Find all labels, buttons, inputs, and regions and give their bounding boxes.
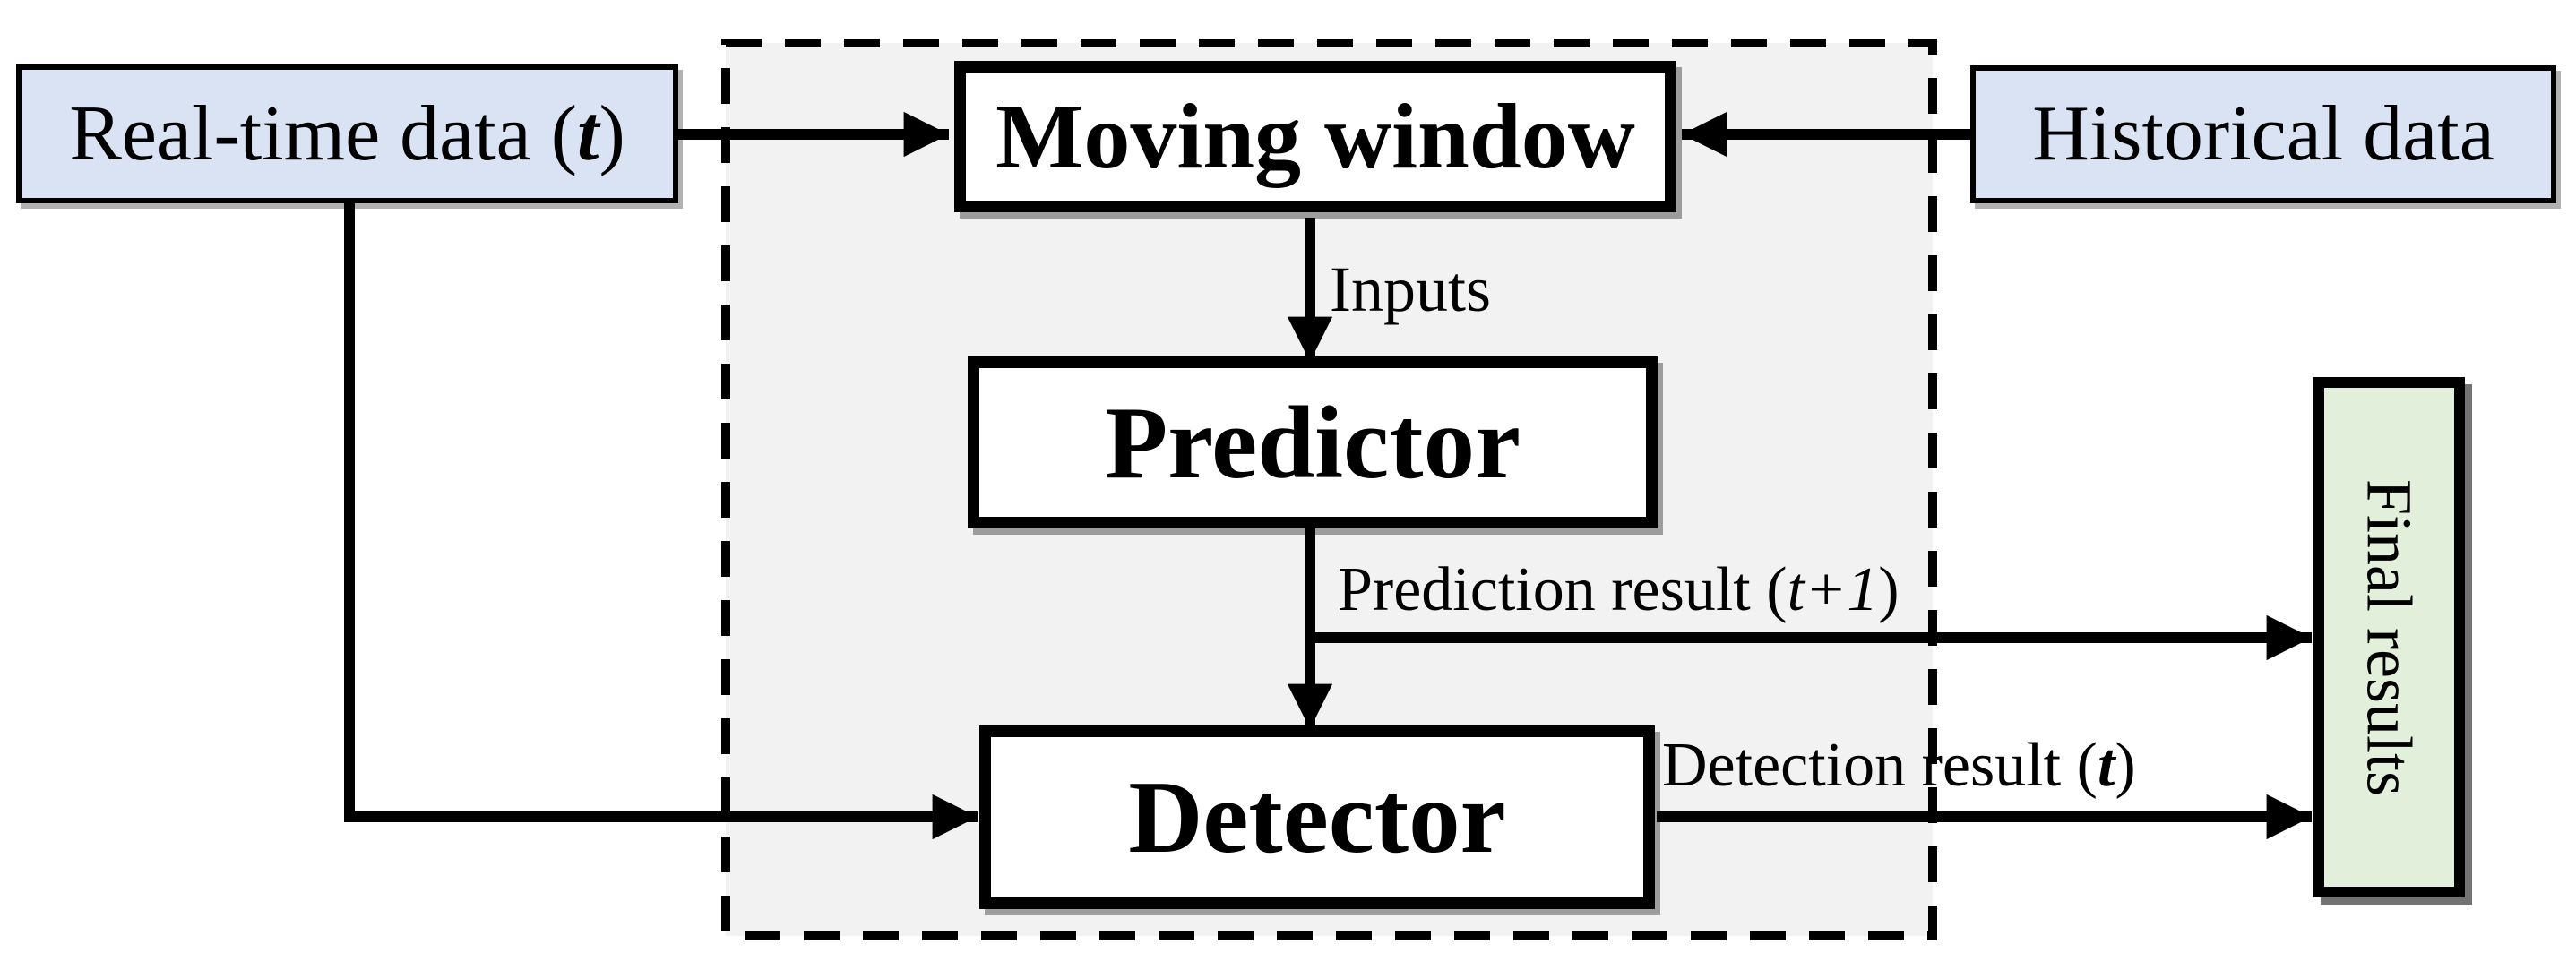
historical-data-label: Historical data [2032, 90, 2494, 177]
moving-window-box: Moving window [954, 61, 1676, 212]
prediction-label-suffix: ) [1878, 555, 1900, 624]
final-results-box: Final results [2313, 377, 2465, 897]
historical-data-box: Historical data [1970, 65, 2556, 203]
detection-result-edge-label: Detection result (t) [1662, 731, 2136, 800]
detector-label: Detector [1128, 760, 1506, 874]
inputs-edge-label: Inputs [1330, 253, 1491, 325]
detection-label-prefix: Detection result ( [1662, 731, 2098, 800]
detection-label-t: t [2097, 731, 2115, 800]
prediction-label-prefix: Prediction result ( [1338, 555, 1788, 624]
prediction-label-t1: t+1 [1787, 555, 1879, 624]
prediction-result-edge-label: Prediction result (t+1) [1338, 555, 1900, 624]
final-results-label: Final results [2353, 478, 2425, 796]
detection-label-suffix: ) [2115, 731, 2136, 800]
arrow-realtime-to-detector [344, 202, 978, 840]
realtime-data-label-prefix: Real-time data ( [69, 90, 578, 177]
predictor-box: Predictor [968, 356, 1658, 528]
detector-box: Detector [979, 725, 1655, 909]
predictor-label: Predictor [1104, 385, 1521, 500]
moving-window-label: Moving window [995, 84, 1635, 188]
realtime-data-label-suffix: ) [599, 90, 625, 177]
realtime-data-label-t: t [577, 90, 599, 177]
realtime-data-box: Real-time data (t) [16, 64, 678, 203]
